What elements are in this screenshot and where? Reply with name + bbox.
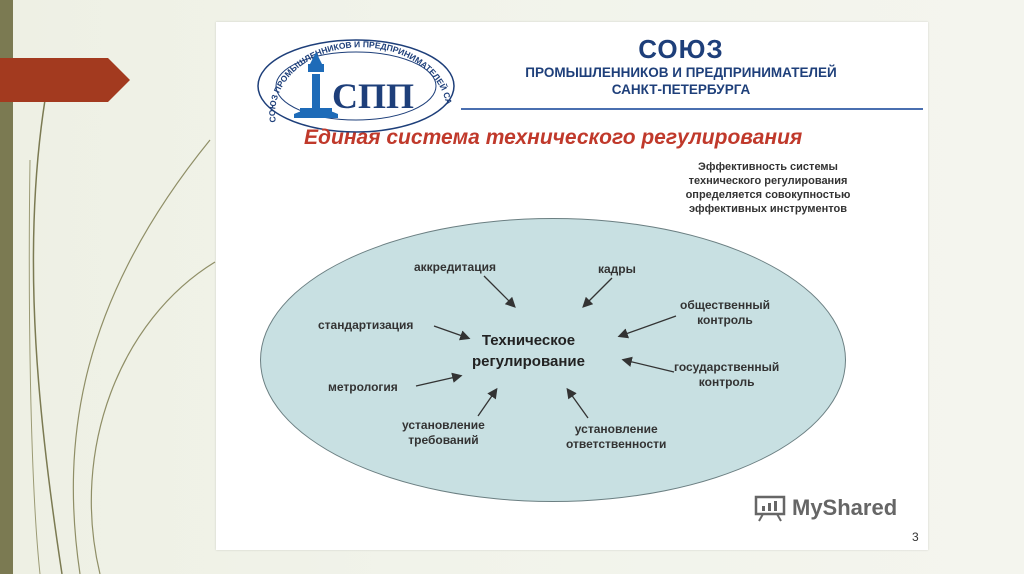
arrow-standardization xyxy=(433,325,471,341)
arrow-personnel xyxy=(582,277,613,308)
label-line: установление xyxy=(402,418,485,432)
left-accent-stripe xyxy=(0,0,13,574)
note-line: Эффективность системы xyxy=(698,161,838,173)
spp-logo: СОЮЗ ПРОМЫШЛЕННИКОВ И ПРЕДПРИНИМАТЕЛЕЙ С… xyxy=(246,34,455,133)
org-line-3: САНКТ-ПЕТЕРБУРГА xyxy=(611,81,751,97)
decorative-curves xyxy=(28,99,216,574)
label-standardization: стандартизация xyxy=(318,318,414,332)
center-technical-regulation: Техническое регулирование xyxy=(472,330,585,372)
org-line-1: СОЮЗ xyxy=(638,34,724,64)
arrow-accreditation xyxy=(483,275,516,308)
organization-name: СОЮЗ ПРОМЫШЛЕННИКОВ И ПРЕДПРИНИМАТЕЛЕЙ С… xyxy=(456,36,906,96)
org-line-2: ПРОМЫШЛЕННИКОВ И ПРЕДПРИНИМАТЕЛЕЙ xyxy=(525,65,837,80)
label-public-control: общественный контроль xyxy=(680,298,770,328)
arrow-state-control xyxy=(621,356,675,373)
label-responsibility: установление ответственности xyxy=(566,422,666,452)
effectiveness-note: Эффективность системы технического регул… xyxy=(648,160,888,216)
label-requirements: установление требований xyxy=(402,418,485,448)
slide-content: СОЮЗ ПРОМЫШЛЕННИКОВ И ПРЕДПРИНИМАТЕЛЕЙ С… xyxy=(216,22,928,550)
center-line-1: Техническое xyxy=(481,332,576,349)
label-line: контроль xyxy=(697,313,753,327)
watermark-text: MyShared xyxy=(792,495,898,520)
presentation-board-icon xyxy=(754,495,786,522)
regulation-ellipse xyxy=(260,218,846,502)
header-divider xyxy=(461,108,923,110)
slide-title: Единая система технического регулировани… xyxy=(304,126,803,149)
slide-marker-arrow xyxy=(0,58,130,102)
label-line: общественный xyxy=(680,298,770,312)
label-line: ответственности xyxy=(566,437,667,451)
arrow-responsibility xyxy=(566,387,589,419)
label-line: установление xyxy=(574,422,658,436)
label-personnel: кадры xyxy=(598,262,636,276)
label-line: требований xyxy=(408,433,479,447)
center-line-2: регулирование xyxy=(472,353,585,370)
label-state-control: государственный контроль xyxy=(674,360,779,390)
arrow-requirements xyxy=(477,387,498,417)
label-metrology: метрология xyxy=(328,380,398,394)
arrow-public-control xyxy=(617,315,677,339)
label-line: государственный xyxy=(674,360,780,374)
note-line: технического регулирования xyxy=(688,175,848,187)
label-line: контроль xyxy=(698,375,755,389)
myshared-watermark: MyShared xyxy=(754,494,897,522)
svg-text:СПП: СПП xyxy=(332,76,414,116)
note-line: эффективных инструментов xyxy=(688,203,847,215)
note-line: определяется совокупностью xyxy=(685,189,851,201)
page-number: 3 xyxy=(912,530,919,544)
arrow-metrology xyxy=(415,372,463,387)
diagram-arrows xyxy=(415,275,677,419)
label-accreditation: аккредитация xyxy=(414,260,496,274)
